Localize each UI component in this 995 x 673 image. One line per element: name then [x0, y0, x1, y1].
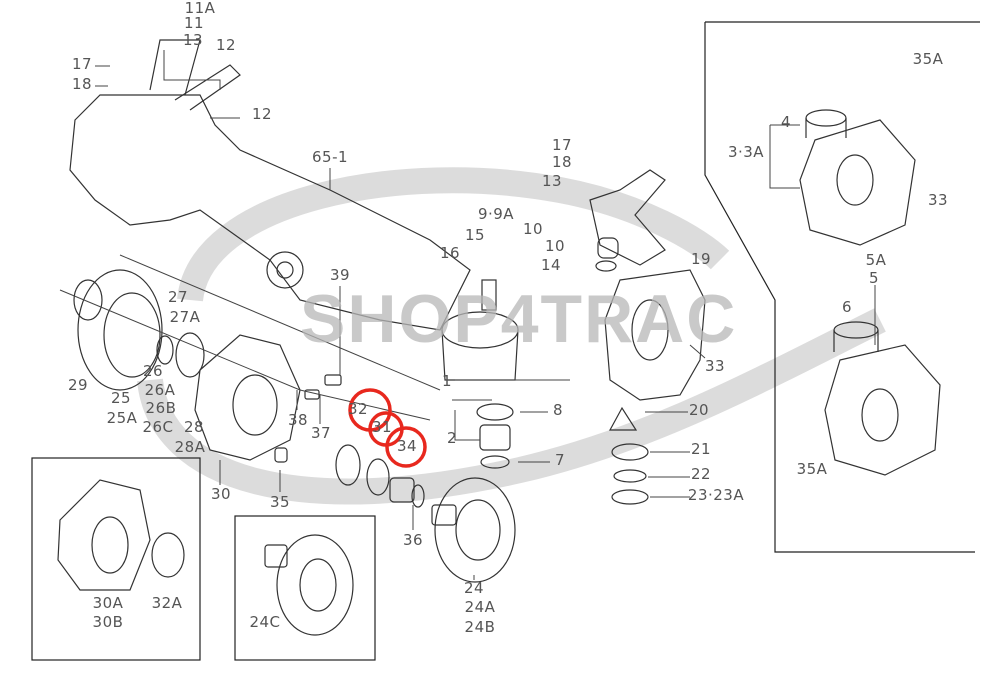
part-label: 26B [145, 399, 177, 417]
part-label: 25A [106, 409, 138, 427]
part-label-highlighted: 31 [371, 418, 393, 436]
part-label: 26 [142, 362, 164, 380]
part-label: 35 [269, 493, 291, 511]
part-label: 17 [551, 136, 573, 154]
part-label: 33 [927, 191, 949, 209]
highlight-circles [348, 388, 427, 468]
part-label: 10 [544, 237, 566, 255]
part-label: 39 [329, 266, 351, 284]
part-label: 18 [71, 75, 93, 93]
inset-box-24C [234, 515, 376, 661]
part-label: 3·3A [727, 143, 765, 161]
part-label: 10 [522, 220, 544, 238]
part-label: 5 [868, 269, 880, 287]
part-label: 13 [541, 172, 563, 190]
part-label: 18 [551, 153, 573, 171]
part-label: 13 [182, 31, 204, 49]
ring-gear [73, 269, 205, 391]
part-label: 8 [552, 401, 564, 419]
part-label: 12 [215, 36, 237, 54]
part-label: 7 [554, 451, 566, 469]
part-label: 30A [92, 594, 124, 612]
part-label: 25 [110, 389, 132, 407]
axle-cover [604, 269, 706, 401]
part-label: 26A [144, 381, 176, 399]
part-label-highlighted: 34 [396, 437, 418, 455]
part-label: 12 [251, 105, 273, 123]
part-label: 20 [688, 401, 710, 419]
part-label: 29 [67, 376, 89, 394]
flange-housing [194, 334, 342, 463]
highlight-circle-34 [385, 426, 427, 468]
drive-flange [431, 477, 516, 583]
part-label: 27A [169, 308, 201, 326]
part-label: 30 [210, 485, 232, 503]
inset-box-30A [31, 457, 201, 661]
part-label: 30B [92, 613, 124, 631]
watermark-swoosh [137, 167, 886, 505]
part-label: 36 [402, 531, 424, 549]
part-label: 17 [71, 55, 93, 73]
part-label: 16 [439, 244, 461, 262]
part-label: 15 [464, 226, 486, 244]
part-label: 14 [540, 256, 562, 274]
part-label: 21 [690, 440, 712, 458]
part-label: 38 [287, 411, 309, 429]
part-label: 35A [796, 460, 828, 478]
part-label: 19 [690, 250, 712, 268]
part-label: 2 [446, 429, 458, 447]
part-label: 27 [167, 288, 189, 306]
part-label: 24C [249, 613, 281, 631]
oil-seals [335, 444, 425, 508]
watermark-text: SHOP4TRAC [300, 281, 738, 357]
part-label: 1 [441, 372, 453, 390]
knuckle-housings [799, 109, 941, 476]
part-label: 5A [865, 251, 887, 269]
pinion-parts [476, 403, 649, 505]
part-label: 22 [690, 465, 712, 483]
axle-housing [69, 39, 471, 331]
part-label: 24 [463, 579, 485, 597]
part-label: 37 [310, 424, 332, 442]
part-label: 11A [184, 0, 216, 17]
part-label: 35A [912, 50, 944, 68]
part-label: 4 [780, 113, 792, 131]
part-label: 24B [464, 618, 496, 636]
part-label: 11 [183, 14, 205, 32]
part-label: 9·9A [477, 205, 515, 223]
part-label: 26C [142, 418, 174, 436]
part-label: 23·23A [687, 486, 745, 504]
part-label: 28A [174, 438, 206, 456]
knuckle-arm [589, 169, 666, 272]
part-label: 24A [464, 598, 496, 616]
part-label: 33 [704, 357, 726, 375]
part-label: 28 [183, 418, 205, 436]
part-label: 6 [841, 298, 853, 316]
leader-lines [59, 50, 876, 580]
part-label: 65-1 [311, 148, 349, 166]
part-label-highlighted: 32 [347, 400, 369, 418]
part-label: 32A [151, 594, 183, 612]
right-panel-outline [704, 21, 980, 553]
